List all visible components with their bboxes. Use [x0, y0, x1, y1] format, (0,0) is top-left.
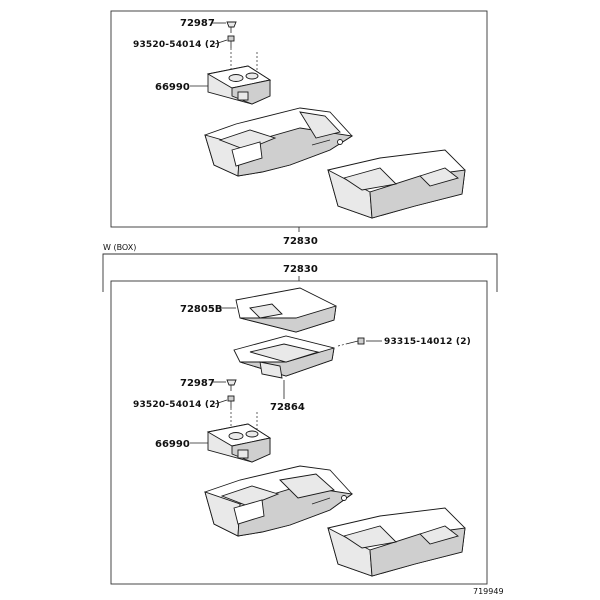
- section-tag-w-box: W (BOX): [103, 243, 136, 252]
- screw-part-upper: [227, 35, 235, 48]
- cover-pad-lower: [327, 507, 466, 577]
- label-66990-upper: 66990: [155, 82, 190, 93]
- label-93520-lower: 93520-54014 (2): [133, 400, 220, 410]
- box-part-upper: [206, 65, 272, 105]
- label-72830-upper: 72830: [283, 236, 318, 247]
- screw-part-lower: [227, 395, 235, 408]
- lower-frame: [110, 280, 488, 585]
- console-body-upper: [204, 107, 354, 177]
- label-72864: 72864: [270, 402, 305, 413]
- label-72987-upper: 72987: [180, 18, 215, 29]
- box-part-lower: [206, 423, 272, 463]
- label-72830-lower: 72830: [283, 264, 318, 275]
- console-body-lower: [204, 465, 354, 537]
- outer-bracket: [102, 253, 498, 292]
- label-66990-lower: 66990: [155, 439, 190, 450]
- label-72805b: 72805B: [180, 304, 222, 315]
- cover-pad-upper: [327, 149, 466, 219]
- label-72987-lower: 72987: [180, 378, 215, 389]
- clip-part-upper: [226, 21, 237, 33]
- label-93315: 93315-14012 (2): [384, 337, 471, 347]
- label-93520-upper: 93520-54014 (2): [133, 40, 220, 50]
- tray-part-lower: [233, 335, 335, 379]
- diagram-id: 719949: [473, 587, 504, 596]
- side-screw-part: [345, 337, 365, 345]
- clip-part-lower: [226, 379, 237, 391]
- lid-part-lower: [235, 287, 337, 333]
